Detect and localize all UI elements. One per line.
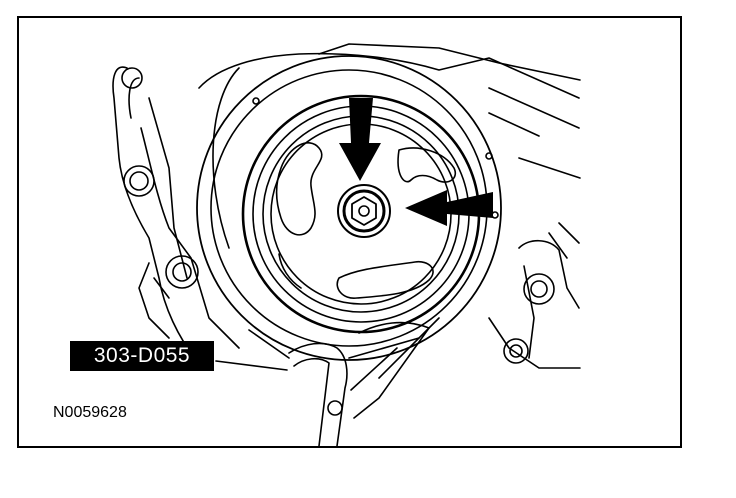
damper-slot-left [275, 142, 323, 236]
holding-tool-arm-inner [348, 337, 420, 391]
housing-outline [198, 52, 580, 99]
right-lower-bolt-head [509, 344, 523, 358]
holding-tool-pin [327, 400, 343, 416]
damper-small-hole [252, 97, 260, 105]
left-cover-inner [128, 77, 188, 279]
right-lower-bolt-boss [503, 338, 529, 364]
damper-right-mark [485, 152, 493, 160]
holding-tool-outline [288, 342, 348, 446]
housing-top-edge [318, 43, 581, 81]
left-cover-edge [140, 127, 240, 349]
damper-slot-lower-left [278, 253, 302, 289]
left-flange [138, 262, 170, 339]
hub-outer [337, 184, 391, 238]
belt-line [248, 317, 440, 379]
illustration-frame: 303-D055 N0059628 [17, 16, 682, 448]
left-cover-outline [112, 66, 196, 359]
figure-id: N0059628 [53, 404, 127, 421]
right-bolt-boss [523, 273, 555, 305]
leader-line [215, 360, 288, 371]
damper-slot-right [397, 147, 456, 183]
right-bracket-edge [488, 222, 581, 369]
left-top-boss [121, 67, 143, 89]
housing-right-lines [488, 87, 581, 179]
down-arrow [339, 98, 381, 181]
left-upper-bolt-boss [123, 165, 155, 197]
right-bolt-head [530, 280, 548, 298]
tool-number-label: 303-D055 [70, 341, 214, 371]
holding-tool-arm [353, 321, 430, 419]
housing-back-curve [212, 67, 240, 249]
engine-drawing [112, 43, 581, 446]
holding-tool-inner [293, 357, 330, 446]
left-lower-bolt-boss [165, 255, 199, 289]
outer-cover-circle [196, 55, 502, 361]
left-lower-bolt-head [172, 262, 192, 282]
crankshaft-bolt [351, 196, 377, 226]
right-bracket-outline [518, 239, 580, 359]
left-arrow [405, 190, 493, 226]
hub-inner [342, 189, 386, 233]
bolt-center [358, 205, 370, 217]
left-upper-bolt-head [129, 171, 149, 191]
damper-slot-bottom [336, 260, 434, 299]
